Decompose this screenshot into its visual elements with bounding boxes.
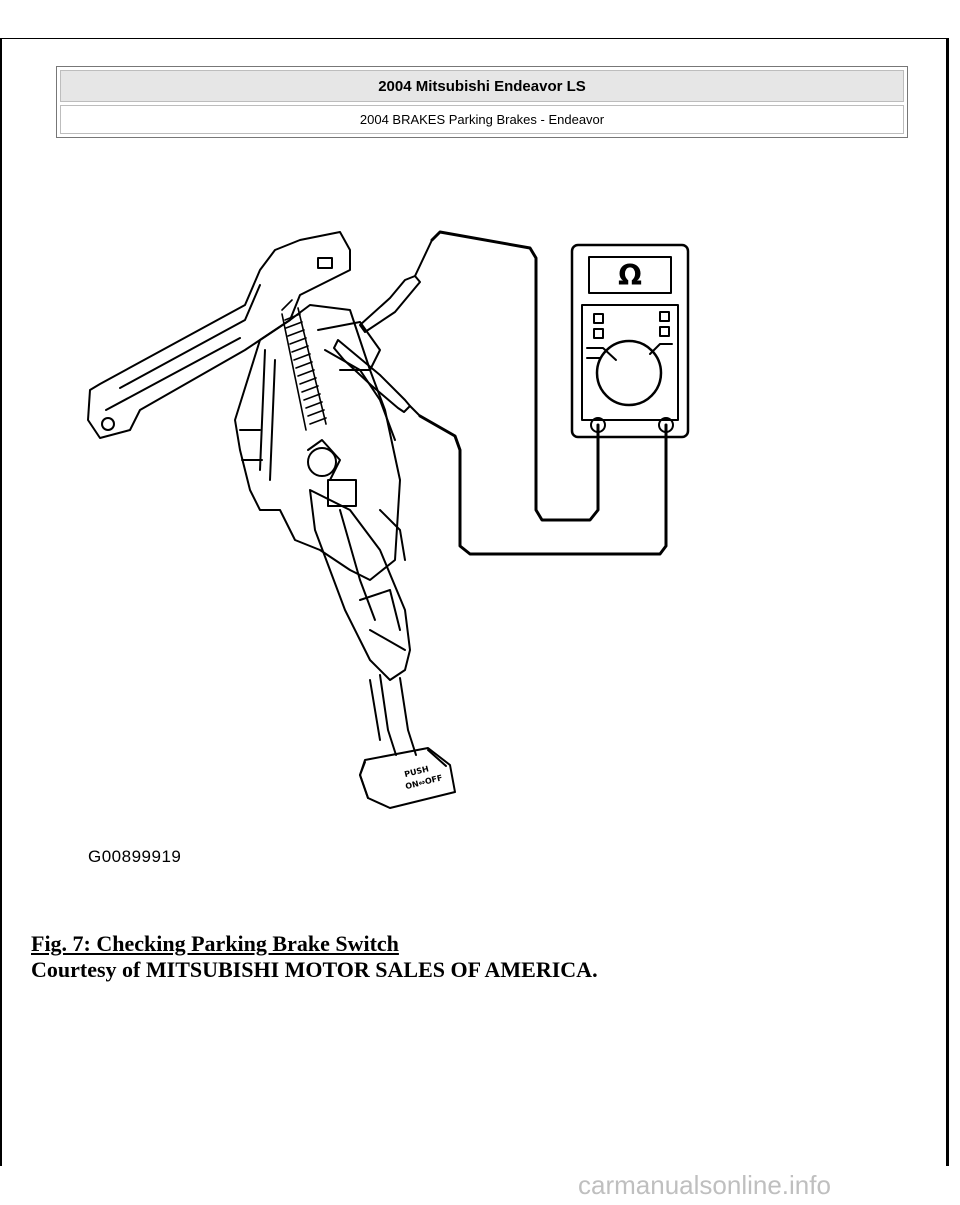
parking-brake-diagram: Ω PUSH ON⇔OFF <box>87 230 690 809</box>
header-title: 2004 Mitsubishi Endeavor LS <box>60 70 904 102</box>
return-spring <box>281 299 327 431</box>
document-header: 2004 Mitsubishi Endeavor LS 2004 BRAKES … <box>56 66 908 138</box>
pedal-housing <box>234 304 401 581</box>
test-probe-2 <box>333 339 411 413</box>
watermark: carmanualsonline.info <box>578 1170 831 1200</box>
ohm-symbol: Ω <box>618 259 642 292</box>
caption-title[interactable]: Fig. 7: Checking Parking Brake Switch <box>31 931 399 956</box>
pedal-lever <box>309 489 411 681</box>
figure-caption: Fig. 7: Checking Parking Brake Switch Co… <box>31 931 598 983</box>
test-lead-1 <box>430 230 600 522</box>
figure-id: G00899919 <box>88 847 182 866</box>
header-subtitle: 2004 BRAKES Parking Brakes - Endeavor <box>60 105 904 134</box>
ohmmeter <box>570 243 690 439</box>
test-lead-2 <box>418 414 668 556</box>
test-probe-1 <box>359 275 421 333</box>
mounting-bracket <box>87 231 351 439</box>
caption-credit: Courtesy of MITSUBISHI MOTOR SALES OF AM… <box>31 957 598 982</box>
page-frame <box>0 38 949 1166</box>
